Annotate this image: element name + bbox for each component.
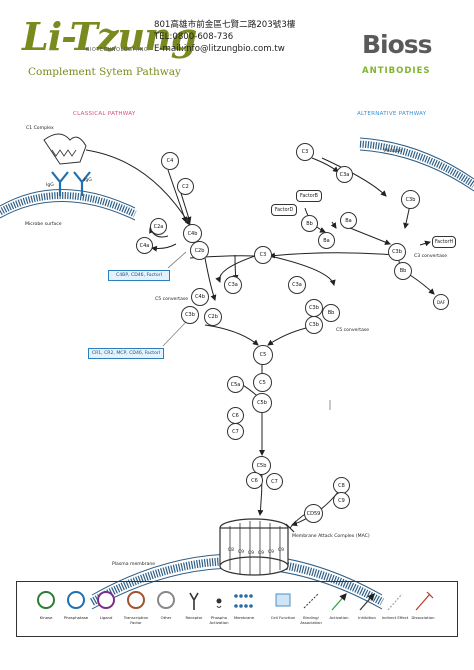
- node-c3a: C3a: [224, 276, 242, 294]
- node-c4a: C4a: [136, 237, 153, 254]
- node-daf: DAF: [433, 294, 449, 310]
- node-c5b: C5b: [252, 393, 272, 413]
- c3-convertase-label: C3 convertase: [414, 254, 448, 259]
- node-alt-c3a: C3a: [336, 166, 353, 183]
- node-c6: C6: [246, 472, 263, 489]
- mac-part: C9: [278, 548, 284, 553]
- page-title: Complement Sytem Pathway: [28, 66, 181, 78]
- node-c7: C7: [227, 423, 244, 440]
- legend-item-activation: Activation: [329, 615, 349, 620]
- regulator-box-c4bp: C4BP, CD46, FactorI: [108, 270, 170, 281]
- node-c3b: C3b: [305, 299, 323, 317]
- node-cd59: CD59: [304, 504, 323, 523]
- node-ba: Ba: [318, 232, 335, 249]
- node-conv-bb: Bb: [394, 262, 412, 280]
- classical-pathway-title: CLASSICAL PATHWAY: [73, 111, 136, 117]
- node-factor-b: FactorB: [296, 190, 322, 202]
- node-c2: C2: [177, 178, 194, 195]
- legend-item-inhibition: Inhibition: [358, 615, 376, 620]
- igg-label: IgG: [46, 183, 54, 188]
- igg-label: IgG: [84, 178, 92, 183]
- microbe-label: Microbe: [384, 149, 403, 154]
- address-line: 801高雄市前金區七賢二路203號3樓: [154, 20, 296, 30]
- mac-part: C9: [238, 550, 244, 555]
- node-c3b-microbe: C3b: [401, 190, 420, 209]
- legend-item-binding: Binding/ Association: [300, 615, 322, 625]
- node-c2b: C2b: [190, 241, 209, 260]
- legend-icons: [37, 591, 434, 611]
- mac-label: Membrane Attack Complex (MAC): [292, 534, 370, 539]
- node-alt-c3: C3: [296, 143, 314, 161]
- brand-logo: Bioss: [362, 30, 433, 59]
- mac-part: C9: [258, 551, 264, 556]
- brand-logo-subtitle: ANTIBODIES: [362, 66, 431, 76]
- node-conv-c3b: C3b: [388, 243, 406, 261]
- mac-pore-shape: [219, 518, 289, 576]
- c1-complex-shape: [43, 133, 87, 165]
- plasma-membrane-label: Plasma membrane: [112, 562, 156, 567]
- node-c5conv-c4b: C4b: [191, 288, 209, 306]
- node-c3: C3: [254, 246, 272, 264]
- legend-item-membrane: Membrane: [233, 615, 255, 620]
- c5-convertase-label: C5 convertase: [155, 297, 189, 302]
- node-factor-d: FactorD: [271, 204, 297, 216]
- node-factor-h: FactorH: [432, 236, 456, 248]
- legend: [16, 581, 458, 637]
- legend-item-other: Other: [160, 615, 172, 620]
- phone-line: TEL:0800-608-736: [154, 32, 234, 42]
- legend-item-kinase: Kinase: [39, 615, 53, 620]
- node-c3a: C3a: [288, 276, 306, 294]
- legend-item-indirect-effect: Indirect Effect: [381, 615, 409, 620]
- node-c6: C6: [227, 407, 244, 424]
- mac-part: C9: [248, 551, 254, 556]
- node-c5conv-c3b: C3b: [181, 306, 199, 324]
- email-line: E-mail:info@litzungbio.com.tw: [154, 44, 285, 54]
- legend-item-transcription-factor: Transcription Factor: [123, 615, 149, 625]
- legend-item-dissociation: Dissociation: [411, 615, 435, 620]
- microbe-surface-membrane: [0, 192, 137, 218]
- node-c2a: C2a: [150, 218, 167, 235]
- alternative-pathway-title: ALTERNATIVE PATHWAY: [357, 111, 427, 117]
- node-c5conv-c2b: C2b: [204, 308, 222, 326]
- node-bb: Bb: [301, 215, 318, 232]
- microbe-surface-label: Microbe surface: [25, 222, 62, 227]
- node-c5-lower: C5: [253, 373, 272, 392]
- c5-convertase-label: C5 convertase: [336, 328, 370, 333]
- node-c7: C7: [266, 473, 283, 490]
- company-logo-subtitle: BIOTECHNOLOGY,INC.: [86, 47, 151, 53]
- company-address: 801高雄市前金區七賢二路203號3樓 TEL:0800-608-736 E-m…: [154, 19, 295, 55]
- igg-antibody-shapes: [51, 171, 91, 196]
- node-c5b: C5b: [252, 456, 271, 475]
- node-c4: C4: [161, 152, 179, 170]
- microbe-membrane: [359, 140, 474, 188]
- company-logo: Li-Tzung: [22, 14, 197, 59]
- c1-complex-label: C1 Complex: [26, 126, 54, 131]
- legend-item-cell-function: Cell Function: [270, 615, 296, 620]
- mac-part: C8: [228, 548, 234, 553]
- mac-part: C9: [268, 550, 274, 555]
- legend-item-receptor: Receptor: [185, 615, 203, 620]
- node-bb: Bb: [322, 304, 340, 322]
- node-ba: Ba: [340, 212, 357, 229]
- node-c5: C5: [253, 345, 273, 365]
- plasma-membrane: [90, 557, 384, 606]
- legend-item-phosphatase: Phosphatase: [63, 615, 89, 620]
- node-c5a: C5a: [227, 376, 244, 393]
- legend-item-phospho-activation: Phospho Activation: [209, 615, 229, 625]
- node-c3b: C3b: [305, 316, 323, 334]
- regulator-box-cr1: CR1, CR2, MCP, CD46, FactorI: [88, 348, 164, 359]
- node-c9: C9: [333, 492, 350, 509]
- legend-item-ligand: Ligand: [99, 615, 113, 620]
